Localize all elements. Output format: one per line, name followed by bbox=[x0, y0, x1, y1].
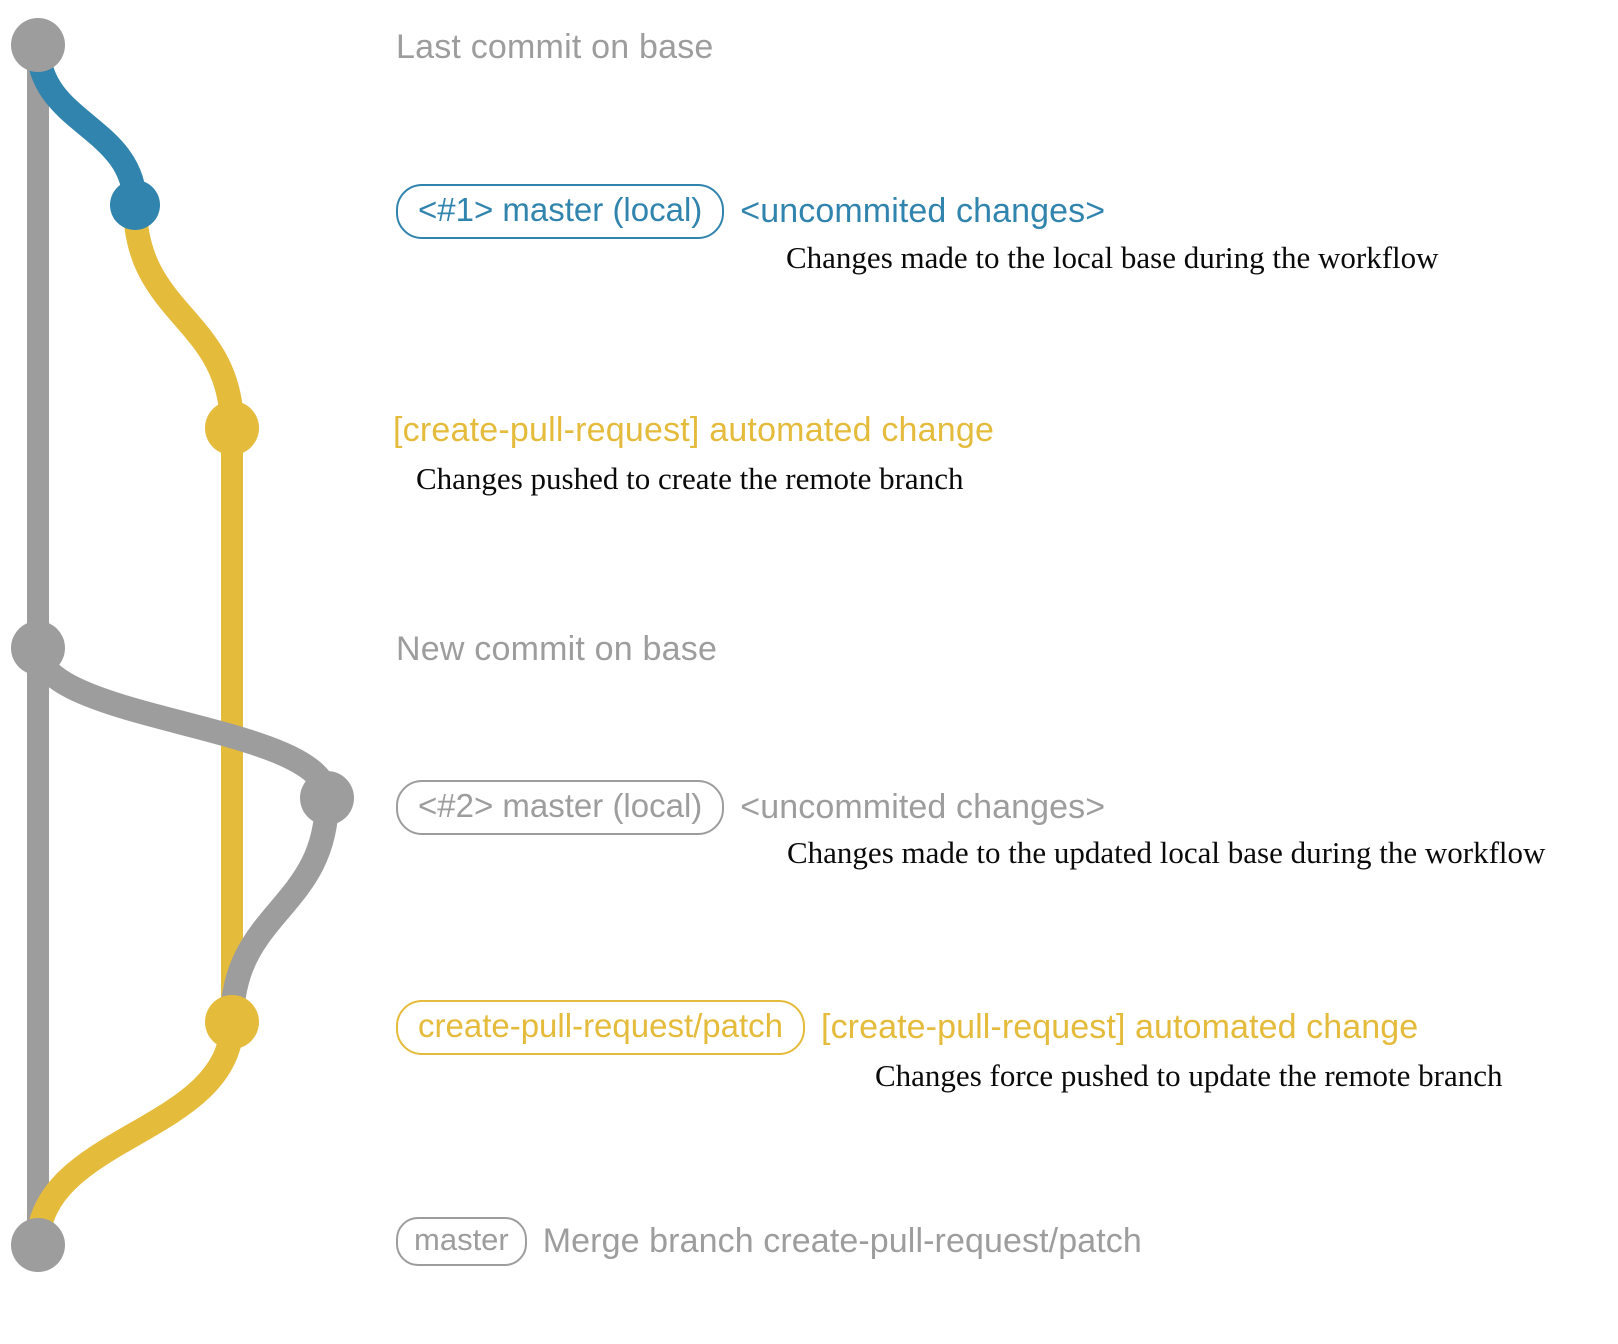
description-updated-local-base-workflow: Changes made to the updated local base d… bbox=[787, 835, 1546, 870]
commit-node-local-2[interactable] bbox=[300, 771, 354, 825]
commit-node-local-1[interactable] bbox=[110, 180, 160, 230]
row-last-commit-on-base: Last commit on base bbox=[396, 28, 714, 67]
commit-node-patch-1[interactable] bbox=[205, 401, 259, 455]
new-commit-on-base-label: New commit on base bbox=[396, 630, 718, 668]
branch-badge-master-local-1[interactable]: <#1> master (local) bbox=[396, 184, 725, 239]
commit-node-base-last[interactable] bbox=[11, 18, 65, 72]
edge-local1-to-patch1 bbox=[123, 193, 244, 440]
row-patch-2: create-pull-request/patch [create-pull-r… bbox=[396, 1000, 1418, 1055]
edge-basenew-to-local2 bbox=[26, 636, 339, 810]
commit-message-automated-change-2: [create-pull-request] automated change bbox=[821, 1007, 1419, 1046]
commit-node-master-merge[interactable] bbox=[11, 1218, 65, 1272]
row-new-commit-on-base: New commit on base bbox=[396, 630, 717, 669]
branch-badge-master-local-2[interactable]: <#2> master (local) bbox=[396, 780, 725, 835]
edge-base-to-local1 bbox=[26, 33, 147, 217]
branch-badge-create-pull-request-patch[interactable]: create-pull-request/patch bbox=[396, 1000, 806, 1055]
commit-message-merge-branch: Merge branch create-pull-request/patch bbox=[542, 1221, 1142, 1260]
commit-message-uncommited-changes-2: <uncommited changes> bbox=[740, 787, 1106, 826]
description-pushed-create-remote-branch: Changes pushed to create the remote bran… bbox=[416, 461, 964, 496]
commit-message-uncommited-changes-1: <uncommited changes> bbox=[740, 191, 1106, 230]
edge-patch2-to-master bbox=[26, 1010, 244, 1257]
commit-node-patch-2[interactable] bbox=[205, 995, 259, 1049]
description-local-base-workflow: Changes made to the local base during th… bbox=[786, 240, 1439, 275]
description-force-pushed-update-remote-branch: Changes force pushed to update the remot… bbox=[875, 1058, 1503, 1093]
row-local-1: <#1> master (local) <uncommited changes> bbox=[396, 184, 1105, 239]
branch-badge-master[interactable]: master bbox=[396, 1217, 527, 1266]
commit-node-base-new[interactable] bbox=[11, 621, 65, 675]
git-graph bbox=[11, 18, 354, 1272]
row-master-merge: master Merge branch create-pull-request/… bbox=[396, 1217, 1142, 1266]
row-local-2: <#2> master (local) <uncommited changes> bbox=[396, 780, 1105, 835]
last-commit-on-base-label: Last commit on base bbox=[396, 28, 714, 66]
edge-local2-to-patch2 bbox=[220, 786, 339, 1034]
row-patch-1: [create-pull-request] automated change bbox=[393, 411, 994, 450]
commit-message-automated-change-1: [create-pull-request] automated change bbox=[393, 411, 995, 449]
